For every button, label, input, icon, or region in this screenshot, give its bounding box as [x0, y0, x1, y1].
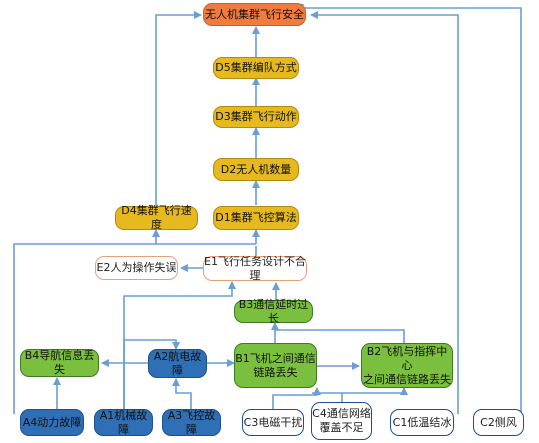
node-d4: D4集群飞行速度	[115, 204, 198, 231]
node-e2: E2人为操作失误	[95, 256, 178, 280]
arrow-d4-to-top	[155, 11, 202, 206]
arrow-a3-to-a2	[172, 378, 192, 414]
node-a3: A3飞控故障	[162, 409, 221, 436]
node-a1: A1机械故障	[94, 409, 153, 436]
node-c2: C2侧风	[473, 409, 524, 436]
node-d3: D3集群飞行动作	[213, 106, 299, 128]
node-flight-safety: 无人机集群飞行安全	[203, 3, 306, 26]
node-d2: D2无人机数量	[213, 158, 299, 181]
node-c1: C1低温结冰	[390, 409, 454, 436]
node-e1: E1飞行任务设计不合理	[203, 254, 307, 282]
arrow-c4-to-b2	[341, 387, 408, 410]
bus-to-e1	[123, 281, 236, 414]
node-d1: D1集群飞控算法	[213, 206, 299, 230]
arrow-b1b2-to-b3	[274, 329, 405, 343]
node-b1: B1飞机之间通信 链路丢失	[234, 343, 317, 388]
node-a4: A4动力故障	[20, 409, 84, 436]
node-b4: B4导航信息丢失	[20, 349, 99, 377]
arrow-c3-to-b1	[272, 387, 321, 414]
arrow-a1-to-a2	[123, 339, 180, 414]
node-b2: B2飞机与指挥中心 之间通信链路丢失	[361, 343, 453, 388]
node-c4: C4通信网络 覆盖不足	[311, 402, 372, 440]
node-c3: C3电磁干扰	[242, 409, 304, 436]
arrow-c1-to-top	[310, 11, 459, 414]
node-b3: B3通信延时过长	[234, 298, 313, 325]
node-a2: A2航电故障	[148, 349, 207, 378]
node-d5: D5集群编队方式	[213, 57, 299, 79]
bus-to-d4-d1	[13, 243, 256, 414]
